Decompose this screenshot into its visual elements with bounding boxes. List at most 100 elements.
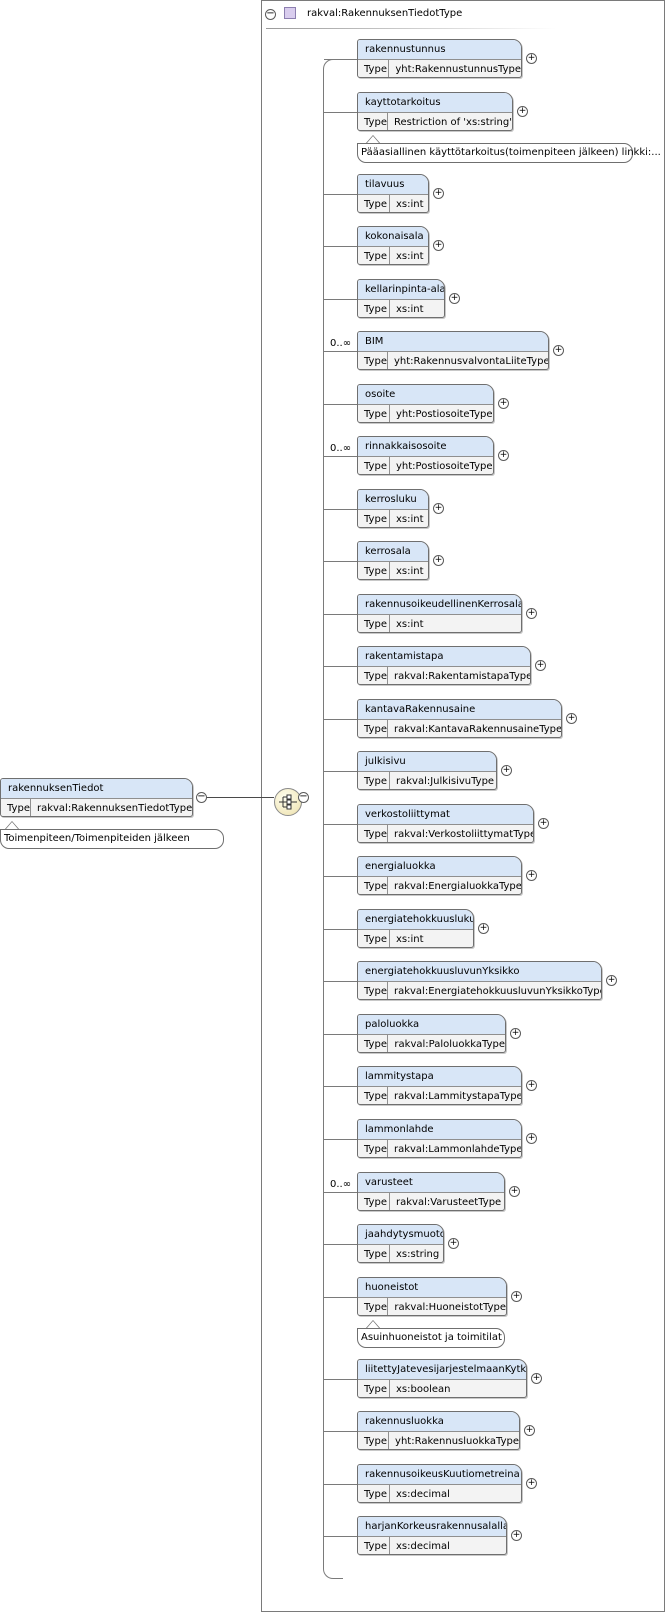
element-type-label: Type [358,667,388,684]
expand-paloluokka-icon[interactable]: + [510,1028,521,1039]
element-type-value: xs:int [396,566,424,577]
element-type-value: rakval:RakentamistapaType [393,671,531,682]
expand-kellarinpinta-ala-icon[interactable]: + [449,293,460,304]
expand-jaahdytysmuoto-icon[interactable]: + [448,1238,459,1249]
element-name: rakennusoikeudellinenKerrosala [358,595,521,615]
tree-branch [324,1431,367,1432]
expand-julkisivu-icon[interactable]: + [501,765,512,776]
element-type-value: xs:string [396,1249,440,1260]
expand-rakennustunnus-icon[interactable]: + [526,53,537,64]
expand-rakennusoikeudellinenKerrosala-icon[interactable]: + [526,608,537,619]
expand-liitettyJatevesijarjestelmaanKytkin-icon[interactable]: + [531,1373,542,1384]
collapse-root-icon[interactable]: − [196,791,207,803]
expand-rakentamistapa-icon[interactable]: + [535,660,546,671]
element-name: rakennustunnus [358,40,521,60]
element-name: julkisivu [358,752,496,772]
tree-branch [324,1086,367,1087]
collapse-complex-type-icon[interactable]: − [265,8,276,20]
expand-huoneistot-icon[interactable]: + [511,1291,522,1302]
expand-energiatehokkuusluku-icon[interactable]: + [478,923,489,934]
element-type-label: Type [358,1035,389,1052]
sequence-compositor-icon[interactable] [274,788,302,816]
expand-kerrosala-icon[interactable]: + [433,555,444,566]
tree-branch [324,1484,367,1485]
expand-rakennusoikeusKuutiometreina-icon[interactable]: + [526,1478,537,1489]
collapse-sequence-icon[interactable]: − [298,791,309,803]
frame-title-separator [266,28,556,29]
element-type-label: Type [358,510,390,527]
tree-branch [324,561,367,562]
expand-energialuokka-icon[interactable]: + [526,870,537,881]
root-element-box[interactable]: rakennuksenTiedot Type rakval:Rakennukse… [0,778,193,817]
expand-lammonlahde-icon[interactable]: + [526,1133,537,1144]
expand-kerrosluku-icon[interactable]: + [433,503,444,514]
expand-tilavuus-icon[interactable]: + [433,188,444,199]
tree-branch [324,1297,367,1298]
expand-lammitystapa-icon[interactable]: + [526,1080,537,1091]
tree-branch [324,1379,367,1380]
element-name: kellarinpinta-ala [358,280,444,300]
root-element-type-row: Type rakval:RakennuksenTiedotType [1,799,192,816]
element-type-label: Type [358,982,388,999]
tree-branch [324,614,367,615]
expand-rinnakkaisosoite-icon[interactable]: + [498,450,509,461]
expand-varusteet-icon[interactable]: + [509,1186,520,1197]
element-name: tilavuus [358,175,428,195]
expand-kayttotarkoitus-icon[interactable]: + [517,106,528,117]
element-type-label: Type [358,562,390,579]
expand-verkostoliittymat-icon[interactable]: + [538,818,549,829]
element-type-value: Restriction of 'xs:string' [393,117,512,128]
expand-kantavaRakennusaine-icon[interactable]: + [566,713,577,724]
tree-branch [324,981,367,982]
tree-branch [324,1192,367,1193]
expand-harjanKorkeusrakennusalalla-icon[interactable]: + [511,1530,522,1541]
expand-BIM-icon[interactable]: + [553,345,564,356]
element-type-value: yht:RakennustunnusType [395,64,521,75]
element-type-label: Type [358,825,388,842]
tree-branch [324,876,367,877]
root-to-sequence-connector [207,797,274,798]
expand-energiatehokkuusluvunYksikko-icon[interactable]: + [606,975,617,986]
expand-rakennusluokka-icon[interactable]: + [524,1425,535,1436]
element-name: kokonaisala [358,227,428,247]
expand-kokonaisala-icon[interactable]: + [433,240,444,251]
annotation-pointer [366,135,380,143]
expand-osoite-icon[interactable]: + [498,398,509,409]
element-type-label: Type [358,877,388,894]
element-type-label: Type [358,1193,390,1210]
